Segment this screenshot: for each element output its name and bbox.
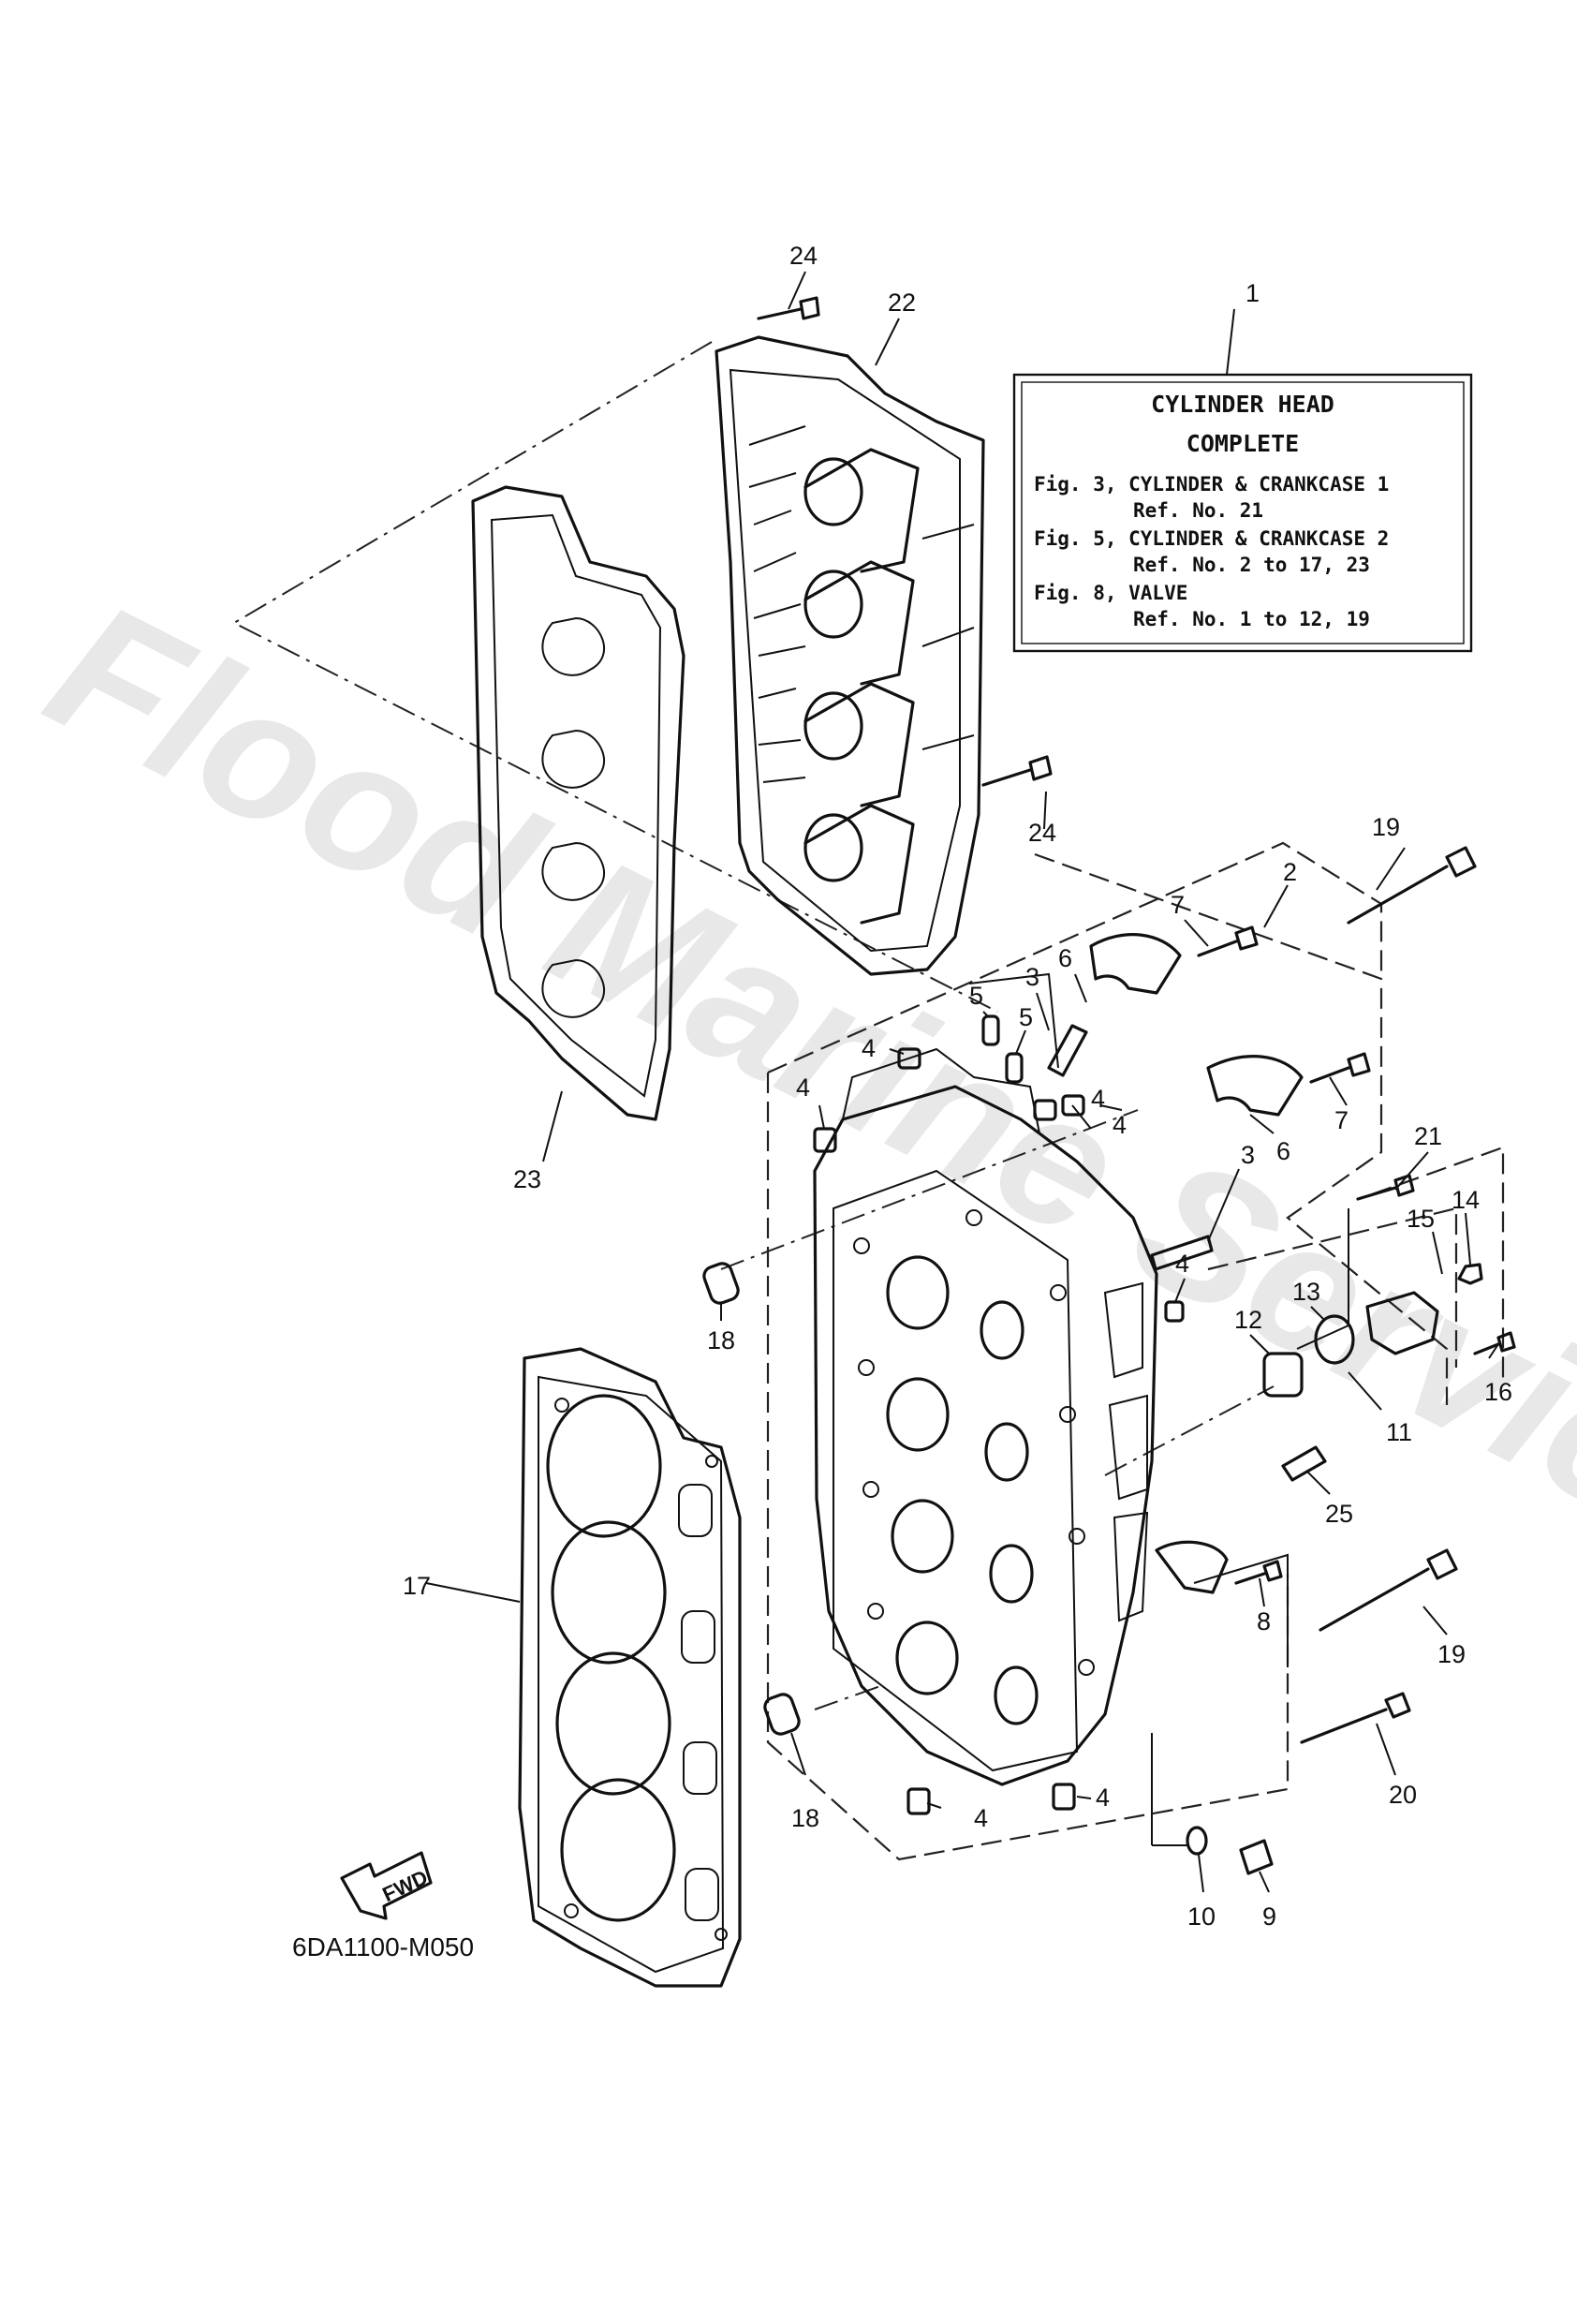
- callout-18: 18: [707, 1326, 735, 1354]
- callout-7: 7: [1334, 1106, 1349, 1134]
- callout-19: 19: [1437, 1640, 1466, 1668]
- callout-23: 23: [513, 1165, 541, 1193]
- callout-19: 19: [1372, 813, 1400, 841]
- note-box-subtitle: COMPLETE: [1186, 430, 1299, 457]
- callout-24: 24: [789, 242, 818, 270]
- fwd-arrow: FWD: [340, 1851, 433, 1920]
- note-box-line: Fig. 5, CYLINDER & CRANKCASE 2: [1034, 527, 1389, 550]
- note-box-ref: 1: [1245, 279, 1260, 307]
- diagram-code: 6DA1100-M050: [292, 1932, 474, 1961]
- callout-6: 6: [1058, 944, 1072, 972]
- callout-11: 11: [1386, 1418, 1412, 1446]
- callout-9: 9: [1262, 1902, 1276, 1931]
- callout-7: 7: [1171, 891, 1185, 919]
- note-box-line: Ref. No. 21: [1133, 499, 1263, 522]
- callout-4: 4: [1096, 1784, 1110, 1812]
- note-box-line: Fig. 3, CYLINDER & CRANKCASE 1: [1034, 473, 1389, 496]
- callout-16: 16: [1484, 1378, 1512, 1406]
- callout-4: 4: [862, 1034, 876, 1062]
- callout-5: 5: [969, 982, 983, 1010]
- cylinder-head: [813, 1047, 1158, 1786]
- note-box: 1 CYLINDER HEAD COMPLETE Fig. 3, CYLINDE…: [1012, 279, 1473, 653]
- callout-4: 4: [796, 1073, 810, 1102]
- callout-12: 12: [1234, 1306, 1262, 1334]
- callout-5: 5: [1019, 1003, 1033, 1031]
- callout-6: 6: [1276, 1137, 1290, 1165]
- small-parts: [702, 296, 1516, 1875]
- callout-4: 4: [1091, 1085, 1105, 1113]
- callout-2: 2: [1283, 858, 1297, 886]
- note-box-inner-frame: [1021, 381, 1465, 644]
- callout-18: 18: [791, 1804, 819, 1832]
- cover-gasket: [471, 485, 685, 1121]
- callout-20: 20: [1389, 1781, 1417, 1809]
- note-box-frame: [1012, 373, 1473, 653]
- callout-10: 10: [1187, 1902, 1216, 1931]
- callout-14: 14: [1452, 1186, 1480, 1214]
- callout-17: 17: [403, 1572, 431, 1600]
- callout-3: 3: [1025, 963, 1039, 991]
- callout-21: 21: [1414, 1122, 1442, 1150]
- head-gasket: [518, 1347, 742, 1988]
- callouts: 24 22 24 19 2 7 6 3 5 5 4 4 4 4 7 6 21 3…: [403, 242, 1512, 1931]
- note-box-line: Ref. No. 2 to 17, 23: [1133, 554, 1370, 576]
- callout-4: 4: [1113, 1111, 1127, 1139]
- note-box-title: CYLINDER HEAD: [1151, 391, 1334, 418]
- fwd-arrow-icon: [340, 1851, 433, 1920]
- callout-25: 25: [1325, 1500, 1353, 1528]
- callout-13: 13: [1292, 1278, 1320, 1306]
- cylinder-head-cover: [715, 335, 985, 976]
- callout-4: 4: [1175, 1250, 1189, 1278]
- leader-lines: [425, 271, 1499, 1893]
- callout-3: 3: [1241, 1141, 1255, 1169]
- callout-15: 15: [1407, 1205, 1435, 1233]
- callout-8: 8: [1257, 1607, 1271, 1636]
- note-box-line: Ref. No. 1 to 12, 19: [1133, 608, 1370, 630]
- note-box-line: Fig. 8, VALVE: [1034, 582, 1187, 604]
- callout-22: 22: [888, 289, 916, 317]
- callout-24: 24: [1028, 819, 1056, 847]
- callout-4: 4: [974, 1804, 988, 1832]
